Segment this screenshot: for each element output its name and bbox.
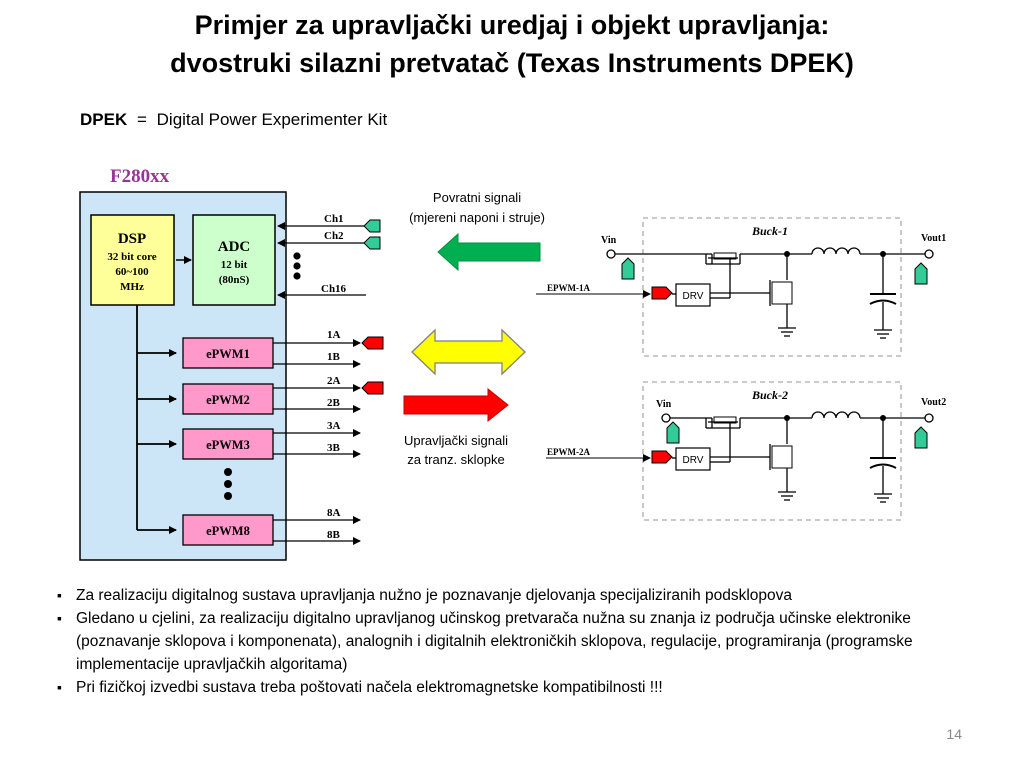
title-line-2: dvostruki silazni pretvatač (Texas Instr… (170, 48, 854, 78)
pwm-1b-label: 1B (327, 351, 341, 363)
pwm-8b-label: 8B (327, 529, 341, 541)
vin-label: Vin (601, 235, 617, 246)
ellipsis-dot (293, 262, 301, 270)
vin-connector-icon (666, 421, 680, 444)
bidirectional-arrow-icon (411, 328, 526, 376)
pwm-8a-label: 8A (327, 507, 341, 519)
dpek-definition: DPEK = Digital Power Experimenter Kit (80, 110, 387, 130)
vout-connector-icon (914, 262, 928, 285)
slide-title: Primjer za upravljački uredjaj i objekt … (0, 6, 1024, 82)
adc-block: ADC 12 bit (80nS) (192, 214, 276, 306)
bullet-item: Pri fizičkoj izvedbi sustava treba pošto… (56, 676, 986, 699)
epwm3-label: ePWM3 (206, 438, 250, 452)
pwm-input-connector-icon (651, 286, 673, 300)
dpek-equals: = (136, 110, 147, 129)
converter-enclosure (642, 217, 902, 357)
epwm-blocks: ePWM1 ePWM2 ePWM3 ePWM8 (182, 337, 274, 546)
pwm-3a-label: 3A (327, 420, 341, 432)
dsp-block: DSP 32 bit core 60~100 MHz (90, 214, 175, 306)
page-number: 14 (946, 726, 962, 742)
feedback-label-line1: Povratni signali (433, 190, 521, 205)
low-side-switch-icon (771, 281, 793, 305)
ellipsis-dot (224, 468, 232, 476)
feedback-arrow-icon (437, 232, 541, 272)
driver-label: DRV (683, 291, 704, 302)
ch1-label: Ch1 (324, 213, 344, 225)
dsp-core: 32 bit core (107, 251, 156, 263)
vin-connector-icon (621, 257, 635, 280)
pwm-2a-label: 2A (327, 375, 341, 387)
pwm-input-label: EPWM-2A (547, 447, 590, 457)
ellipsis-dot (224, 480, 232, 488)
capacitor-icon (869, 299, 897, 305)
control-label-line2: za tranz. sklopke (407, 452, 505, 467)
epwm3-block (182, 428, 274, 460)
converter-name: Buck-1 (751, 224, 788, 238)
dpek-meaning: Digital Power Experimenter Kit (156, 110, 388, 129)
adc-inputs: Ch1 Ch2 Ch16 (277, 213, 381, 299)
pwm-outputs: 1A 1B 2A 2B 3A 3B 8A 8B (273, 329, 384, 545)
vout-label: Vout1 (921, 233, 946, 244)
epwm2-label: ePWM2 (206, 393, 250, 407)
ch2-connector-icon (363, 236, 381, 250)
vout-connector-icon (914, 426, 928, 449)
inductor-icon (811, 247, 861, 255)
epwm2-block (182, 383, 274, 415)
ellipsis-dot (224, 492, 232, 500)
vout-terminal (924, 249, 934, 259)
inductor-icon (811, 411, 861, 419)
driver-block (675, 447, 711, 471)
pwm-3b-label: 3B (327, 442, 341, 454)
dsp-title: DSP (118, 231, 146, 247)
dsp-pwm-bus (136, 305, 177, 534)
vin-terminal (606, 249, 616, 259)
high-side-switch-icon (713, 416, 737, 424)
vout-label: Vout2 (921, 397, 946, 408)
converter-enclosure (642, 381, 902, 521)
control-arrow-icon (403, 387, 509, 423)
converter-name: Buck-2 (751, 388, 788, 402)
dsp-freq: 60~100 (115, 266, 149, 278)
pwm-input-connector-icon (651, 450, 673, 464)
control-label-line1: Upravljački signali (404, 433, 508, 448)
dsp-unit: MHz (120, 281, 144, 293)
controller-name: F280xx (110, 166, 170, 187)
ch2-label: Ch2 (324, 230, 344, 242)
epwm8-block (182, 514, 274, 546)
driver-label: DRV (683, 455, 704, 466)
signal-arrows: Povratni signali (mjereni naponi i struj… (403, 190, 545, 467)
dpek-term: DPEK (80, 110, 128, 129)
pwm-1a-label: 1A (327, 329, 341, 341)
epwm1-block (182, 337, 274, 369)
ch1-connector-icon (363, 219, 381, 233)
pwm-1a-connector-icon (361, 336, 384, 350)
epwm8-label: ePWM8 (206, 524, 250, 538)
ch16-label: Ch16 (321, 283, 347, 295)
ellipsis-dot (293, 252, 301, 260)
bullet-item: Gledano u cjelini, za realizaciju digita… (56, 607, 986, 676)
vin-terminal (661, 413, 671, 423)
ellipsis-dot (293, 272, 301, 280)
vin-label: Vin (656, 399, 672, 410)
bullet-list: Za realizaciju digitalnog sustava upravl… (56, 584, 986, 699)
adc-conversion-time: (80nS) (219, 274, 250, 286)
title-line-1: Primjer za upravljački uredjaj i objekt … (194, 10, 830, 40)
vout-terminal (924, 413, 934, 423)
feedback-label-line2: (mjereni naponi i struje) (409, 210, 545, 225)
high-side-switch-icon (713, 252, 737, 260)
adc-resolution: 12 bit (221, 259, 248, 271)
pwm-input-label: EPWM-1A (547, 283, 590, 293)
epwm1-label: ePWM1 (206, 347, 250, 361)
driver-block (675, 283, 711, 307)
pwm-2a-connector-icon (361, 381, 384, 395)
capacitor-icon (869, 463, 897, 469)
adc-title: ADC (218, 239, 251, 255)
pwm-2b-label: 2B (327, 397, 341, 409)
bullet-item: Za realizaciju digitalnog sustava upravl… (56, 584, 986, 607)
low-side-switch-icon (771, 445, 793, 469)
